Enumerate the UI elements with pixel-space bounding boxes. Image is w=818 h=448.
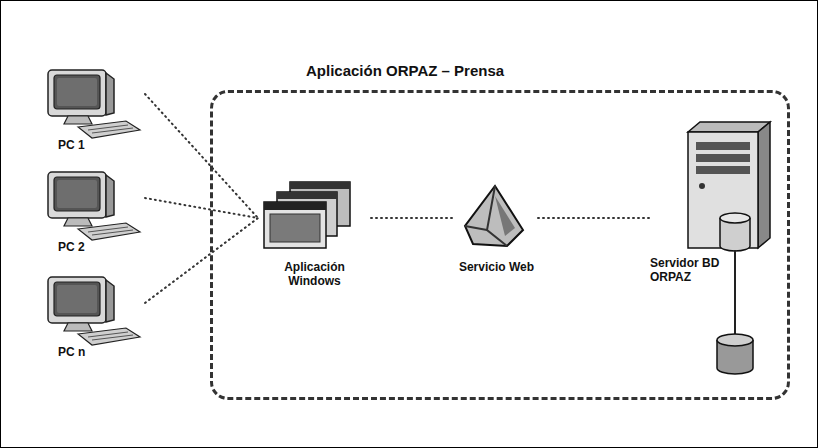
windows-app-icon bbox=[264, 182, 350, 248]
database-server-icon bbox=[720, 213, 750, 223]
web-service-icon bbox=[465, 186, 523, 246]
database-server: Servidor BD ORPAZ bbox=[650, 118, 775, 284]
node-label: Aplicación Windows bbox=[258, 260, 371, 288]
database-server-icon bbox=[696, 154, 750, 162]
client-pc: PC 1 bbox=[45, 68, 145, 152]
client-pc: PC n bbox=[45, 275, 145, 359]
dotted-connector bbox=[371, 217, 455, 219]
database-server-icon bbox=[688, 122, 770, 251]
dotted-connector bbox=[145, 94, 258, 218]
windows-app-icon bbox=[290, 182, 350, 189]
database-cylinder bbox=[717, 334, 753, 346]
database-cylinder bbox=[717, 334, 753, 374]
storage-wire bbox=[734, 250, 736, 340]
web-service-icon bbox=[495, 196, 515, 236]
web-service-icon bbox=[465, 186, 523, 246]
dotted-connector bbox=[145, 198, 258, 218]
node-label: PC 2 bbox=[45, 240, 145, 254]
pc-icon bbox=[48, 70, 140, 345]
windows-app-icon bbox=[270, 214, 320, 242]
application-boundary: Aplicación ORPAZ – PrensaAplicación Wind… bbox=[210, 90, 790, 400]
node-label: Servidor BD ORPAZ bbox=[650, 256, 732, 284]
database-server-icon bbox=[699, 183, 705, 189]
windows-app: Aplicación Windows bbox=[258, 175, 371, 288]
windows-app-icon bbox=[264, 202, 326, 210]
web-service: Servicio Web bbox=[455, 180, 538, 274]
pc-icon bbox=[48, 70, 140, 138]
database-server-icon bbox=[758, 122, 770, 248]
windows-app-icon bbox=[277, 192, 337, 199]
dotted-connector bbox=[538, 217, 650, 219]
pc-icon bbox=[48, 172, 140, 240]
web-service-icon bbox=[465, 226, 487, 230]
group-title: Aplicación ORPAZ – Prensa bbox=[303, 62, 507, 80]
database-server-icon bbox=[688, 122, 770, 132]
client-pc: PC 2 bbox=[45, 170, 145, 254]
pc-icon bbox=[48, 277, 140, 345]
dotted-connector bbox=[145, 218, 258, 303]
database-server-icon bbox=[696, 166, 750, 174]
windows-app-icon bbox=[264, 202, 326, 248]
node-label: PC n bbox=[45, 345, 145, 359]
node-label: PC 1 bbox=[45, 138, 145, 152]
node-label: Servicio Web bbox=[455, 260, 538, 274]
database-server-icon bbox=[696, 142, 750, 150]
